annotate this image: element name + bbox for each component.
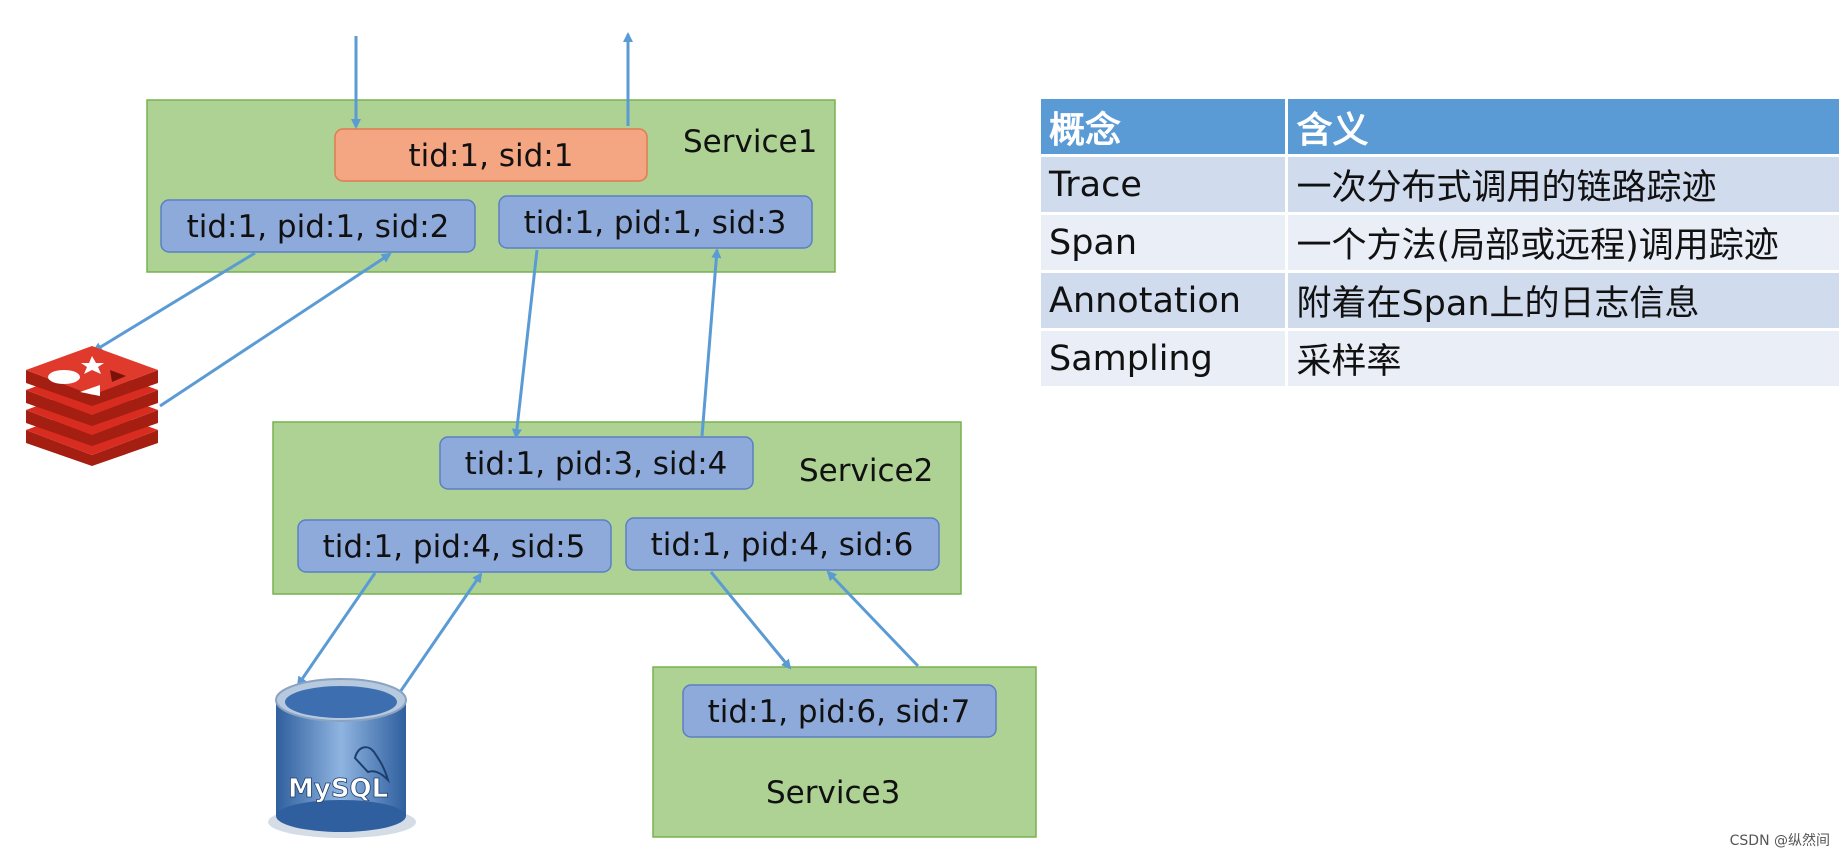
table-row: Annotation 附着在Span上的日志信息 xyxy=(1037,270,1842,331)
table-row: Span 一个方法(局部或远程)调用踪迹 xyxy=(1037,212,1842,273)
span-sid-3: tid:1, pid:1, sid:3 xyxy=(524,205,787,241)
table-cell-concept: Span xyxy=(1037,212,1289,273)
table-row: Trace 一次分布式调用的链路踪迹 xyxy=(1037,154,1842,215)
arrow-to-redis xyxy=(92,251,256,353)
span-sid-6: tid:1, pid:4, sid:6 xyxy=(651,527,914,563)
service1-label: Service1 xyxy=(683,124,817,160)
redis-icon xyxy=(26,346,158,466)
span-box-6 xyxy=(625,517,940,571)
service2-label: Service2 xyxy=(799,453,933,489)
table-cell-concept: Sampling xyxy=(1037,328,1289,389)
table-cell-meaning: 一次分布式调用的链路踪迹 xyxy=(1285,154,1842,215)
table-header-concept: 概念 xyxy=(1037,96,1289,157)
concept-table: 概念 含义 Trace 一次分布式调用的链路踪迹 Span 一个方法(局部或远程… xyxy=(1037,96,1842,389)
arrow-to-service2 xyxy=(511,249,539,439)
mysql-icon: MySQL xyxy=(268,678,416,838)
arrow-from-redis xyxy=(159,252,392,408)
span-box-4 xyxy=(439,436,754,490)
table-cell-meaning: 采样率 xyxy=(1285,328,1842,389)
span-box-7 xyxy=(682,684,997,738)
mysql-logo-text: MySQL xyxy=(288,774,388,804)
arrow-from-mysql xyxy=(396,572,483,696)
span-sid-5: tid:1, pid:4, sid:5 xyxy=(323,529,586,565)
span-sid-7: tid:1, pid:6, sid:7 xyxy=(708,694,971,730)
span-box-3 xyxy=(498,195,813,249)
table-header-row: 概念 含义 xyxy=(1037,96,1842,157)
service3-label: Service3 xyxy=(766,775,900,811)
table-cell-meaning: 附着在Span上的日志信息 xyxy=(1285,270,1842,331)
table-cell-meaning: 一个方法(局部或远程)调用踪迹 xyxy=(1285,212,1842,273)
span-sid-1: tid:1, sid:1 xyxy=(409,138,574,174)
watermark: CSDN @纵然间 xyxy=(1729,833,1830,849)
table-header-meaning: 含义 xyxy=(1285,96,1842,157)
span-sid-4: tid:1, pid:3, sid:4 xyxy=(465,446,728,482)
arrow-from-service3 xyxy=(826,570,920,668)
table-cell-concept: Trace xyxy=(1037,154,1289,215)
span-box-2 xyxy=(160,199,476,253)
arrow-to-service3 xyxy=(709,571,792,670)
span-box-5 xyxy=(297,519,612,573)
table-row: Sampling 采样率 xyxy=(1037,328,1842,389)
span-root-box xyxy=(334,128,648,182)
arrow-from-service2 xyxy=(700,248,722,437)
table-cell-concept: Annotation xyxy=(1037,270,1289,331)
span-sid-2: tid:1, pid:1, sid:2 xyxy=(187,209,450,245)
arrow-to-mysql xyxy=(296,572,377,687)
